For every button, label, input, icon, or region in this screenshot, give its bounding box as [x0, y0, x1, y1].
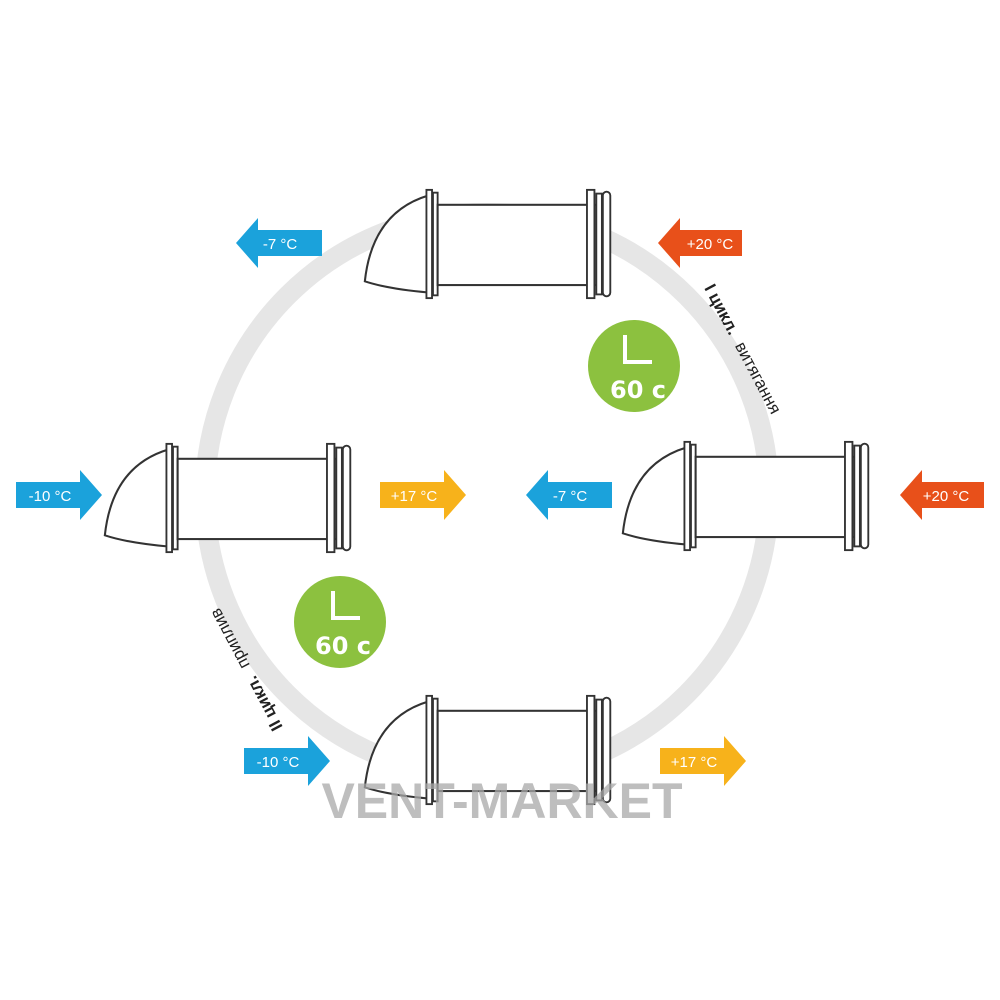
arrow-left-shape: [900, 470, 984, 520]
temperature-label: -10 °C: [257, 754, 300, 771]
arrow-right-shape: [244, 736, 330, 786]
arrow-left-inlet: -10 °C: [16, 470, 102, 520]
arrow-left-shape: [658, 218, 742, 268]
clock-hands-icon: [331, 591, 360, 620]
arrow-bottom-outlet: +17 °C: [660, 736, 746, 786]
arrow-top-inlet: +20 °C: [658, 218, 742, 268]
arrow-right-outlet: -7 °C: [526, 470, 612, 520]
temperature-label: +20 °C: [923, 488, 970, 505]
temperature-label: +20 °C: [687, 236, 734, 253]
arrow-right-inlet: +20 °C: [900, 470, 984, 520]
timer-value: 60 с: [315, 632, 371, 660]
watermark-text: VENT-MARKET: [321, 773, 682, 829]
timer-badge-supply: 60 с: [294, 576, 386, 668]
temperature-label: +17 °C: [671, 754, 718, 771]
timer-value: 60 с: [610, 376, 666, 404]
arrow-top-outlet: -7 °C: [236, 218, 322, 268]
temperature-label: -10 °C: [29, 488, 72, 505]
temperature-label: -7 °C: [263, 236, 298, 253]
arrow-right-shape: [16, 470, 102, 520]
ventilator-right: [621, 440, 870, 552]
clock-hands-icon: [623, 335, 652, 364]
timer-badge-exhaust: 60 с: [588, 320, 680, 412]
arrow-bottom-inlet: -10 °C: [244, 736, 330, 786]
arrow-left-outlet: +17 °C: [380, 470, 466, 520]
arrow-left-shape: [236, 218, 322, 268]
temperature-label: -7 °C: [553, 488, 588, 505]
arrow-right-shape: [660, 736, 746, 786]
arrow-left-shape: [526, 470, 612, 520]
arrow-right-shape: [380, 470, 466, 520]
ventilator-left: [103, 442, 352, 554]
temperature-label: +17 °C: [391, 488, 438, 505]
ventilator-top: [363, 188, 612, 300]
